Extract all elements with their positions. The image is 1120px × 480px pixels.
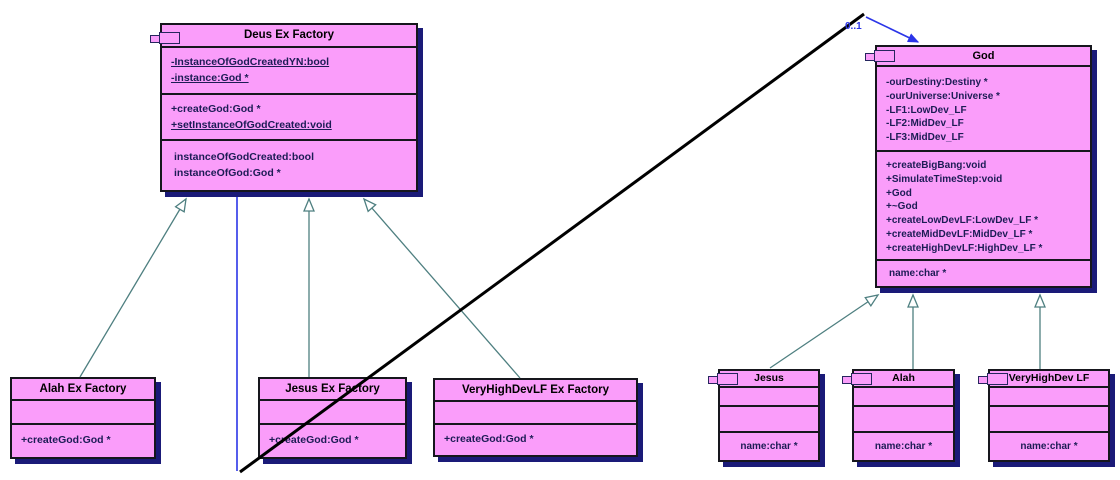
attribute: -ourUniverse:Universe * (886, 90, 1000, 102)
attributes-compartment (854, 386, 953, 405)
method: +createHighDevLF:HighDev_LF * (886, 242, 1043, 254)
attribute: -LF3:MidDev_LF (886, 132, 964, 144)
methods-compartment: +createGod:God * (435, 423, 636, 455)
attribute: -ourDestiny:Destiny * (886, 77, 988, 88)
properties-compartment: name:char * (720, 431, 818, 460)
method: +God (886, 187, 912, 199)
properties-compartment: instanceOfGodCreated:bool instanceOfGod:… (162, 139, 416, 190)
method: +createLowDevLF:LowDev_LF * (886, 215, 1038, 227)
class-box-veryhighdev-lf[interactable]: VeryHighDev LF name:char * (978, 369, 1110, 462)
properties-compartment: name:char * (854, 431, 953, 460)
methods-compartment: +createGod:God * (260, 423, 405, 457)
method: +createGod:God * (444, 433, 534, 445)
method: +setInstanceOfGodCreated:void (171, 119, 332, 131)
class-box-alah-ex-factory[interactable]: Alah Ex Factory +createGod:God * (10, 377, 156, 459)
property: name:char * (740, 441, 798, 452)
attributes-compartment: -ourDestiny:Destiny * -ourUniverse:Unive… (877, 65, 1090, 150)
method: +createGod:God * (21, 434, 111, 446)
attribute: -LF2:MidDev_LF (886, 118, 964, 130)
class-box-veryhighdevlf-ex-factory[interactable]: VeryHighDevLF Ex Factory +createGod:God … (433, 378, 638, 457)
method: +createMidDevLF:MidDev_LF * (886, 228, 1033, 240)
attributes-compartment (260, 399, 405, 423)
class-title: VeryHighDev LF (1008, 372, 1090, 384)
methods-compartment: +createBigBang:void +SimulateTimeStep:vo… (877, 150, 1090, 259)
method: +createBigBang:void (886, 160, 987, 171)
method: +SimulateTimeStep:void (886, 173, 1003, 185)
class-title: Jesus Ex Factory (285, 383, 380, 395)
property: instanceOfGod:God * (174, 167, 281, 179)
methods-compartment (720, 405, 818, 431)
class-box-alah[interactable]: Alah name:char * (842, 369, 955, 462)
class-title: God (972, 50, 995, 62)
class-icon (150, 32, 182, 45)
class-icon (842, 373, 874, 386)
class-box-jesus[interactable]: Jesus name:char * (708, 369, 820, 462)
methods-compartment (990, 405, 1108, 431)
attributes-compartment (12, 399, 154, 423)
property: instanceOfGodCreated:bool (174, 151, 315, 163)
method: +createGod:God * (171, 103, 261, 115)
attribute: -LF1:LowDev_LF (886, 104, 967, 116)
attributes-compartment (720, 386, 818, 405)
inheritance-line-veryhighdevlf-ex-factory[interactable] (362, 197, 521, 379)
properties-compartment: name:char * (990, 431, 1108, 460)
class-title: Alah Ex Factory (39, 383, 127, 395)
property: name:char * (874, 441, 933, 452)
class-box-god[interactable]: God -ourDestiny:Destiny * -ourUniverse:U… (865, 45, 1092, 288)
method: +createGod:God * (269, 434, 359, 446)
inheritance-line-jesus[interactable] (769, 294, 880, 369)
inheritance-line-alah-ex-factory[interactable] (79, 197, 187, 378)
class-icon (978, 373, 1010, 386)
attribute: -instance:God * (171, 72, 249, 84)
association-segment-arrow[interactable] (865, 16, 920, 43)
method: +~God (886, 201, 918, 213)
class-icon (865, 50, 897, 63)
class-box-jesus-ex-factory[interactable]: Jesus Ex Factory +createGod:God * (258, 377, 407, 459)
class-icon (708, 373, 740, 386)
class-box-deus-ex-factory[interactable]: Deus Ex Factory -InstanceOfGodCreatedYN:… (150, 23, 418, 192)
properties-compartment: name:char * (877, 259, 1090, 286)
class-title: Alah (892, 372, 915, 384)
multiplicity-label: 0..1 (845, 21, 862, 32)
class-title: Deus Ex Factory (243, 29, 335, 41)
property: name:char * (889, 268, 947, 279)
methods-compartment: +createGod:God * +setInstanceOfGodCreate… (162, 93, 416, 139)
attributes-compartment: -InstanceOfGodCreatedYN:bool -instance:G… (162, 46, 416, 93)
attributes-compartment (990, 386, 1108, 405)
class-title: VeryHighDevLF Ex Factory (462, 384, 609, 396)
methods-compartment: +createGod:God * (12, 423, 154, 457)
methods-compartment (854, 405, 953, 431)
attributes-compartment (435, 400, 636, 423)
attribute: -InstanceOfGodCreatedYN:bool (171, 56, 330, 68)
property: name:char * (1020, 441, 1078, 452)
